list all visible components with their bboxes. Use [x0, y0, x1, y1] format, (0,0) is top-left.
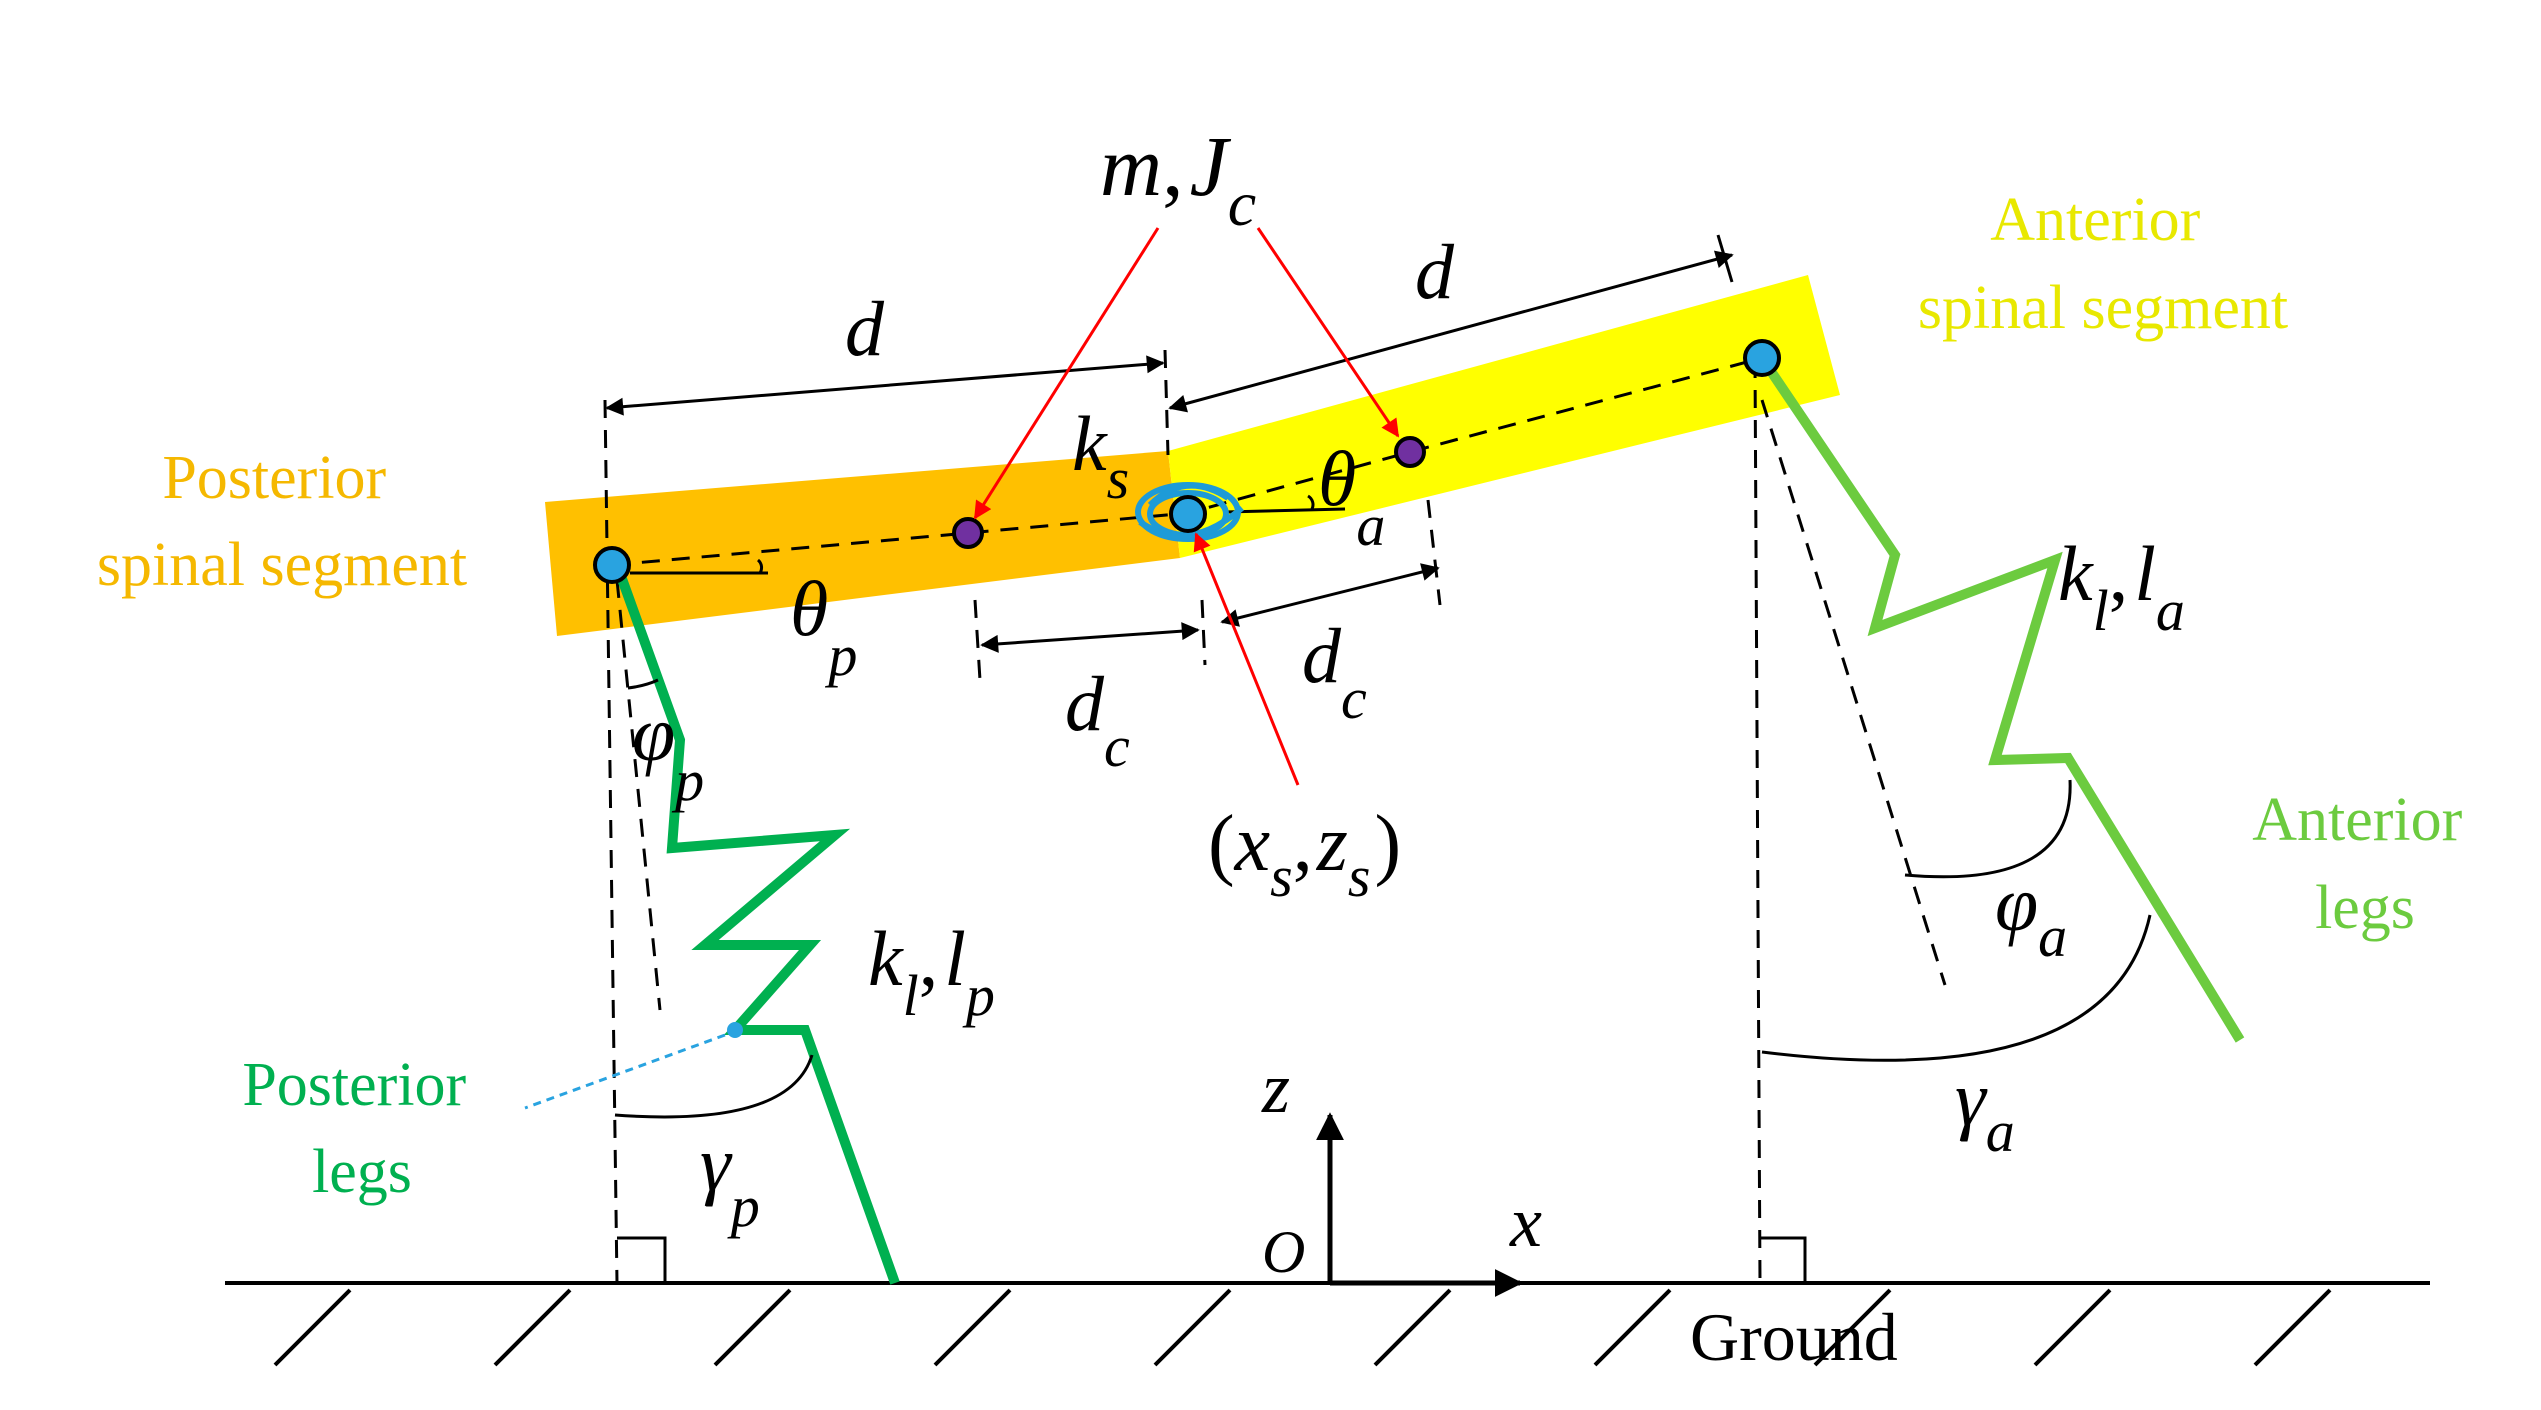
- anterior-segment-line1: Anterior: [1990, 186, 2200, 254]
- klp-comma: ,: [919, 915, 939, 1002]
- ground: [225, 1281, 2430, 1367]
- coordinate-axes: [1316, 1112, 1523, 1297]
- anterior-shoulder-joint: [1743, 339, 1781, 377]
- kla-comma: ,: [2109, 530, 2129, 617]
- right-angle-marks: [617, 1236, 1807, 1283]
- klp-l: l: [944, 915, 966, 1002]
- anterior-segment-label: Anterior spinal segment: [1918, 186, 2288, 342]
- x-axis-label: x: [1509, 1182, 1542, 1262]
- zs-sub: s: [1348, 844, 1371, 909]
- dc-left-base: d: [1065, 660, 1105, 747]
- klp-k: k: [868, 915, 904, 1002]
- anterior-leg: [1757, 355, 2245, 1043]
- dimension-dc-posterior: [980, 622, 1200, 653]
- phi-a-label: φa: [1995, 860, 2067, 969]
- phi-a-base: φ: [1995, 860, 2038, 947]
- spine-joint: [1169, 495, 1207, 533]
- angle-arcs: [614, 678, 2152, 1119]
- j-sub: c: [1228, 168, 1256, 239]
- theta-p-label: θp: [790, 565, 857, 688]
- posterior-legs-line2: legs: [312, 1138, 412, 1206]
- j-symbol: J: [1190, 118, 1232, 214]
- dc-right-base: d: [1302, 612, 1342, 699]
- coord-comma: ,: [1293, 800, 1313, 888]
- vertical-reference-lines: [603, 349, 1947, 1284]
- kl-lp-label: kl,lp: [868, 915, 995, 1028]
- theta-a-sub: a: [1356, 493, 1385, 558]
- posterior-legs-label: Posterior legs: [242, 1051, 481, 1206]
- klp-k-sub: l: [903, 963, 919, 1028]
- origin-label: O: [1262, 1219, 1305, 1285]
- ground-label: Ground: [1690, 1299, 1898, 1375]
- posterior-leg: [612, 563, 900, 1285]
- dimension-d-posterior: [605, 355, 1165, 416]
- phi-p-base: φ: [632, 690, 675, 777]
- kla-l-sub: a: [2156, 578, 2185, 643]
- mass-inertia-label: m,Jc: [1100, 118, 1256, 239]
- anterior-segment-line2: spinal segment: [1918, 274, 2288, 342]
- posterior-segment-line2: spinal segment: [97, 531, 467, 599]
- phi-a-sub: a: [2038, 904, 2067, 969]
- theta-p-sub: p: [824, 623, 857, 688]
- ks-label: ks: [1072, 400, 1129, 511]
- z-axis-label: z: [1261, 1048, 1290, 1128]
- anterior-legs-line2: legs: [2315, 874, 2415, 942]
- comma-1: ,: [1162, 118, 1184, 214]
- annotation-arrows: [973, 227, 1400, 786]
- m-symbol: m: [1100, 118, 1162, 214]
- klp-l-sub: p: [962, 963, 995, 1028]
- dc-left-label: dc: [1065, 660, 1130, 779]
- theta-p-base: θ: [790, 565, 828, 652]
- kl-la-label: kl,la: [2058, 530, 2185, 643]
- posterior-segment-label: Posterior spinal segment: [97, 444, 467, 599]
- gamma-a-base: γ: [1955, 1055, 1988, 1142]
- theta-reference-lines: [630, 494, 1346, 575]
- theta-a-label: θa: [1318, 435, 1385, 558]
- gamma-a-sub: a: [1986, 1099, 2015, 1164]
- theta-a-base: θ: [1318, 435, 1356, 522]
- kla-k: k: [2058, 530, 2094, 617]
- ks-base: k: [1072, 400, 1108, 487]
- kla-k-sub: l: [2093, 578, 2109, 643]
- dc-right-label: dc: [1302, 612, 1367, 731]
- xs-base: x: [1234, 800, 1271, 888]
- phi-p-label: φp: [632, 690, 704, 813]
- d-left-label: d: [845, 285, 885, 372]
- posterior-hip-joint: [593, 546, 631, 584]
- posterior-leg-marker: [727, 1022, 743, 1038]
- posterior-com: [952, 517, 984, 549]
- phi-p-sub: p: [671, 748, 704, 813]
- dimension-d-anterior: [1168, 234, 1734, 413]
- posterior-legs-line1: Posterior: [242, 1051, 466, 1119]
- anterior-com: [1394, 436, 1426, 468]
- dc-left-sub: c: [1104, 714, 1130, 779]
- kla-l: l: [2134, 530, 2156, 617]
- d-right-label: d: [1415, 228, 1455, 315]
- dimension-dc-anterior: [1220, 563, 1440, 627]
- dc-right-sub: c: [1341, 666, 1367, 731]
- spine-joint-coordinates-label: (xs,zs): [1208, 800, 1401, 909]
- gamma-p-label: γp: [700, 1120, 760, 1239]
- gamma-p-sub: p: [727, 1174, 760, 1239]
- paren-close: ): [1374, 800, 1401, 888]
- anterior-legs-label: Anterior legs: [2252, 786, 2478, 942]
- paren-open: (: [1208, 800, 1235, 888]
- ks-sub: s: [1107, 446, 1130, 511]
- gamma-p-base: γ: [700, 1120, 733, 1207]
- spine-torsion-spring: [1135, 482, 1244, 542]
- gamma-a-label: γa: [1955, 1055, 2015, 1164]
- zs-base: z: [1316, 800, 1348, 888]
- posterior-legs-pointer: [524, 1033, 726, 1110]
- xs-sub: s: [1270, 844, 1293, 909]
- anterior-legs-line1: Anterior: [2252, 786, 2462, 854]
- posterior-segment-line1: Posterior: [162, 444, 386, 512]
